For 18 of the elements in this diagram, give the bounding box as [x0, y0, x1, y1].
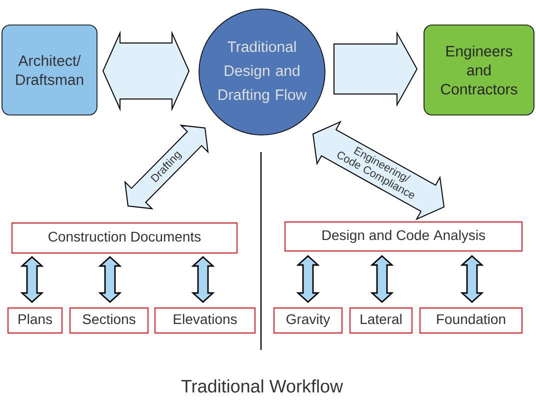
person-box: Architect/ Draftsman: [2, 24, 98, 116]
block-arrow: [460, 255, 484, 303]
block-arrow: [334, 31, 418, 107]
block-arrow: [98, 256, 122, 303]
label-box: Design and Code Analysis: [284, 221, 523, 252]
label-box: Sections: [69, 307, 149, 334]
label-box: Gravity: [273, 307, 343, 334]
label-box: Construction Documents: [11, 222, 238, 254]
block-arrow: [20, 256, 44, 303]
label-box: Lateral: [349, 307, 413, 334]
person-box: Engineers and Contractors: [424, 24, 534, 116]
label-box: Elevations: [154, 307, 256, 334]
block-arrow: [191, 256, 215, 303]
label-box: Plans: [7, 307, 63, 334]
block-arrow: [370, 255, 394, 303]
block-arrow: [296, 255, 320, 303]
label-box: Foundation: [419, 307, 523, 334]
caption: Traditional Workflow: [181, 379, 344, 393]
